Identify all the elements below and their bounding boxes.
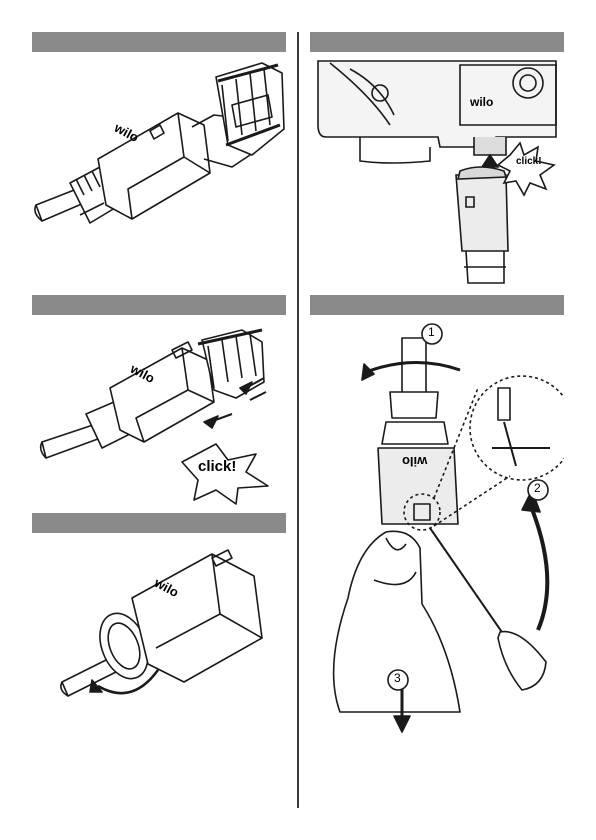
brand-logo: wilo bbox=[470, 95, 493, 109]
step-2-label: 2 bbox=[534, 481, 541, 495]
panel-gland-tightening: wilo bbox=[32, 536, 286, 706]
section-bar-top-right bbox=[310, 32, 564, 52]
panel-pump-connection: wilo click! bbox=[310, 55, 564, 290]
step-3-label: 3 bbox=[394, 671, 401, 685]
pump-connection-illustration bbox=[310, 55, 564, 290]
plug-assembly-illustration bbox=[32, 55, 286, 280]
step-1-label: 1 bbox=[428, 325, 435, 339]
section-bar-top-left bbox=[32, 32, 286, 52]
panel-plug-insertion: wilo click! bbox=[32, 318, 286, 508]
brand-logo: wilo bbox=[402, 454, 427, 469]
section-bar-mid-left bbox=[32, 295, 286, 315]
plug-release-illustration bbox=[310, 318, 564, 738]
section-bar-bottom-left bbox=[32, 513, 286, 533]
click-label: click! bbox=[516, 156, 542, 167]
column-divider bbox=[297, 32, 299, 808]
plug-insertion-illustration bbox=[32, 318, 286, 508]
section-bar-mid-right bbox=[310, 295, 564, 315]
panel-plug-assembly: wilo bbox=[32, 55, 286, 280]
gland-tightening-illustration bbox=[32, 536, 286, 706]
panel-plug-release: wilo 1 2 3 bbox=[310, 318, 564, 738]
click-label: click! bbox=[198, 458, 236, 475]
